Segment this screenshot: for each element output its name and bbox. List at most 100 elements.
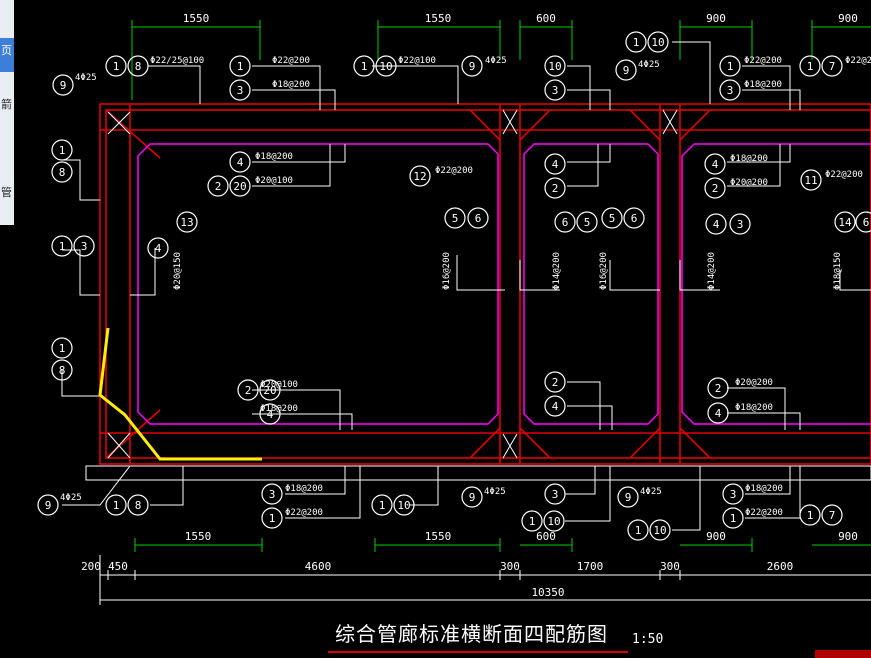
dim-total: 10350 <box>531 586 564 599</box>
dim-b1-1: 1550 <box>185 530 212 543</box>
note-1: Φ22/25@100 <box>150 56 204 66</box>
note-28: Φ14@200 <box>552 252 562 290</box>
svg-text:1: 1 <box>529 515 536 528</box>
dim-b2-5: 1700 <box>577 560 604 573</box>
svg-text:1: 1 <box>59 342 66 355</box>
callout-circles[interactable] <box>37 31 871 541</box>
svg-text:3: 3 <box>269 488 276 501</box>
svg-text:4: 4 <box>155 242 162 255</box>
tab-highlight[interactable] <box>0 38 14 72</box>
svg-text:1: 1 <box>361 60 368 73</box>
dim-b2-2: 450 <box>108 560 128 573</box>
svg-text:11: 11 <box>804 174 817 187</box>
svg-text:8: 8 <box>59 364 66 377</box>
svg-text:3: 3 <box>730 488 737 501</box>
corner-x-marks <box>107 109 678 459</box>
svg-text:8: 8 <box>135 60 142 73</box>
svg-text:2: 2 <box>215 180 222 193</box>
drawing-title: 综合管廊标准横断面四配筋图 <box>335 622 608 646</box>
svg-text:3: 3 <box>81 240 88 253</box>
svg-text:2: 2 <box>552 376 559 389</box>
svg-text:9: 9 <box>623 64 630 77</box>
svg-text:1: 1 <box>807 60 814 73</box>
svg-text:6: 6 <box>562 216 569 229</box>
svg-text:20: 20 <box>233 180 246 193</box>
note-13: Φ20@200 <box>730 178 768 188</box>
svg-text:5: 5 <box>584 216 591 229</box>
svg-text:9: 9 <box>60 79 67 92</box>
rebar-lines <box>99 103 871 465</box>
note-27: Φ16@200 <box>442 252 452 290</box>
svg-text:10: 10 <box>651 36 664 49</box>
note-15: Φ20@100 <box>260 380 298 390</box>
chamber-outlines <box>137 143 871 425</box>
rebar-annotations: Φ22/25@100 Φ22@200 Φ18@200 Φ22@100 4Φ25 … <box>60 56 871 518</box>
note-17: Φ20@200 <box>735 378 773 388</box>
svg-text:3: 3 <box>552 84 559 97</box>
svg-text:1: 1 <box>269 512 276 525</box>
svg-text:1: 1 <box>727 60 734 73</box>
svg-text:2: 2 <box>245 384 252 397</box>
svg-text:2: 2 <box>715 382 722 395</box>
corner-marker <box>815 650 871 658</box>
note-24: Φ18@200 <box>745 484 783 494</box>
svg-text:7: 7 <box>829 60 836 73</box>
note-18: Φ18@200 <box>735 403 773 413</box>
svg-text:6: 6 <box>475 212 482 225</box>
note-5c: 4Φ25 <box>638 60 660 70</box>
svg-text:4: 4 <box>552 158 559 171</box>
highlight-stroke <box>98 327 262 461</box>
note-2: Φ22@200 <box>272 56 310 66</box>
note-22: 4Φ25 <box>484 487 506 497</box>
note-3: Φ18@200 <box>272 80 310 90</box>
svg-text:1: 1 <box>113 499 120 512</box>
svg-text:1: 1 <box>379 499 386 512</box>
note-8: Φ22@200 <box>845 56 871 66</box>
note-4: Φ22@100 <box>398 56 436 66</box>
svg-text:1: 1 <box>59 144 66 157</box>
note-30: Φ14@200 <box>707 252 717 290</box>
note-5b: 4Φ25 <box>485 56 507 66</box>
svg-text:10: 10 <box>397 499 410 512</box>
svg-text:7: 7 <box>829 509 836 522</box>
left-app-strip: 页 箭 管 <box>0 0 14 225</box>
svg-text:4: 4 <box>712 158 719 171</box>
svg-text:1: 1 <box>730 512 737 525</box>
dim-top-5: 900 <box>838 12 858 25</box>
svg-text:10: 10 <box>548 60 561 73</box>
dim-top-4: 900 <box>706 12 726 25</box>
svg-text:9: 9 <box>625 491 632 504</box>
svg-text:4: 4 <box>237 156 244 169</box>
dimension-texts: 1550 1550 600 900 900 1550 1550 600 900 … <box>81 12 858 599</box>
note-23: 4Φ25 <box>640 487 662 497</box>
dim-top-1: 1550 <box>183 12 210 25</box>
note-29: Φ16@200 <box>599 252 609 290</box>
svg-text:5: 5 <box>609 212 616 225</box>
svg-text:1: 1 <box>113 60 120 73</box>
svg-text:3: 3 <box>552 488 559 501</box>
svg-text:8: 8 <box>59 166 66 179</box>
dim-b2-4: 300 <box>500 560 520 573</box>
dim-b2-7: 2600 <box>767 560 794 573</box>
dim-b2-3: 4600 <box>305 560 332 573</box>
svg-text:9: 9 <box>45 499 52 512</box>
leader-lines <box>61 41 871 531</box>
dim-b1-3: 600 <box>536 530 556 543</box>
svg-text:4: 4 <box>552 400 559 413</box>
note-21: Φ22@200 <box>285 508 323 518</box>
svg-text:2: 2 <box>712 182 719 195</box>
overall-dimensions <box>99 555 871 605</box>
svg-text:4: 4 <box>267 408 274 421</box>
svg-text:6: 6 <box>863 216 870 229</box>
svg-text:10: 10 <box>379 60 392 73</box>
svg-text:8: 8 <box>135 499 142 512</box>
svg-text:20: 20 <box>263 384 276 397</box>
svg-text:4: 4 <box>713 218 720 231</box>
base-slab <box>85 465 871 481</box>
tab-label[interactable]: 页 <box>1 45 12 57</box>
svg-text:13: 13 <box>180 216 193 229</box>
svg-text:1: 1 <box>633 36 640 49</box>
svg-text:1: 1 <box>635 524 642 537</box>
svg-text:10: 10 <box>653 524 666 537</box>
